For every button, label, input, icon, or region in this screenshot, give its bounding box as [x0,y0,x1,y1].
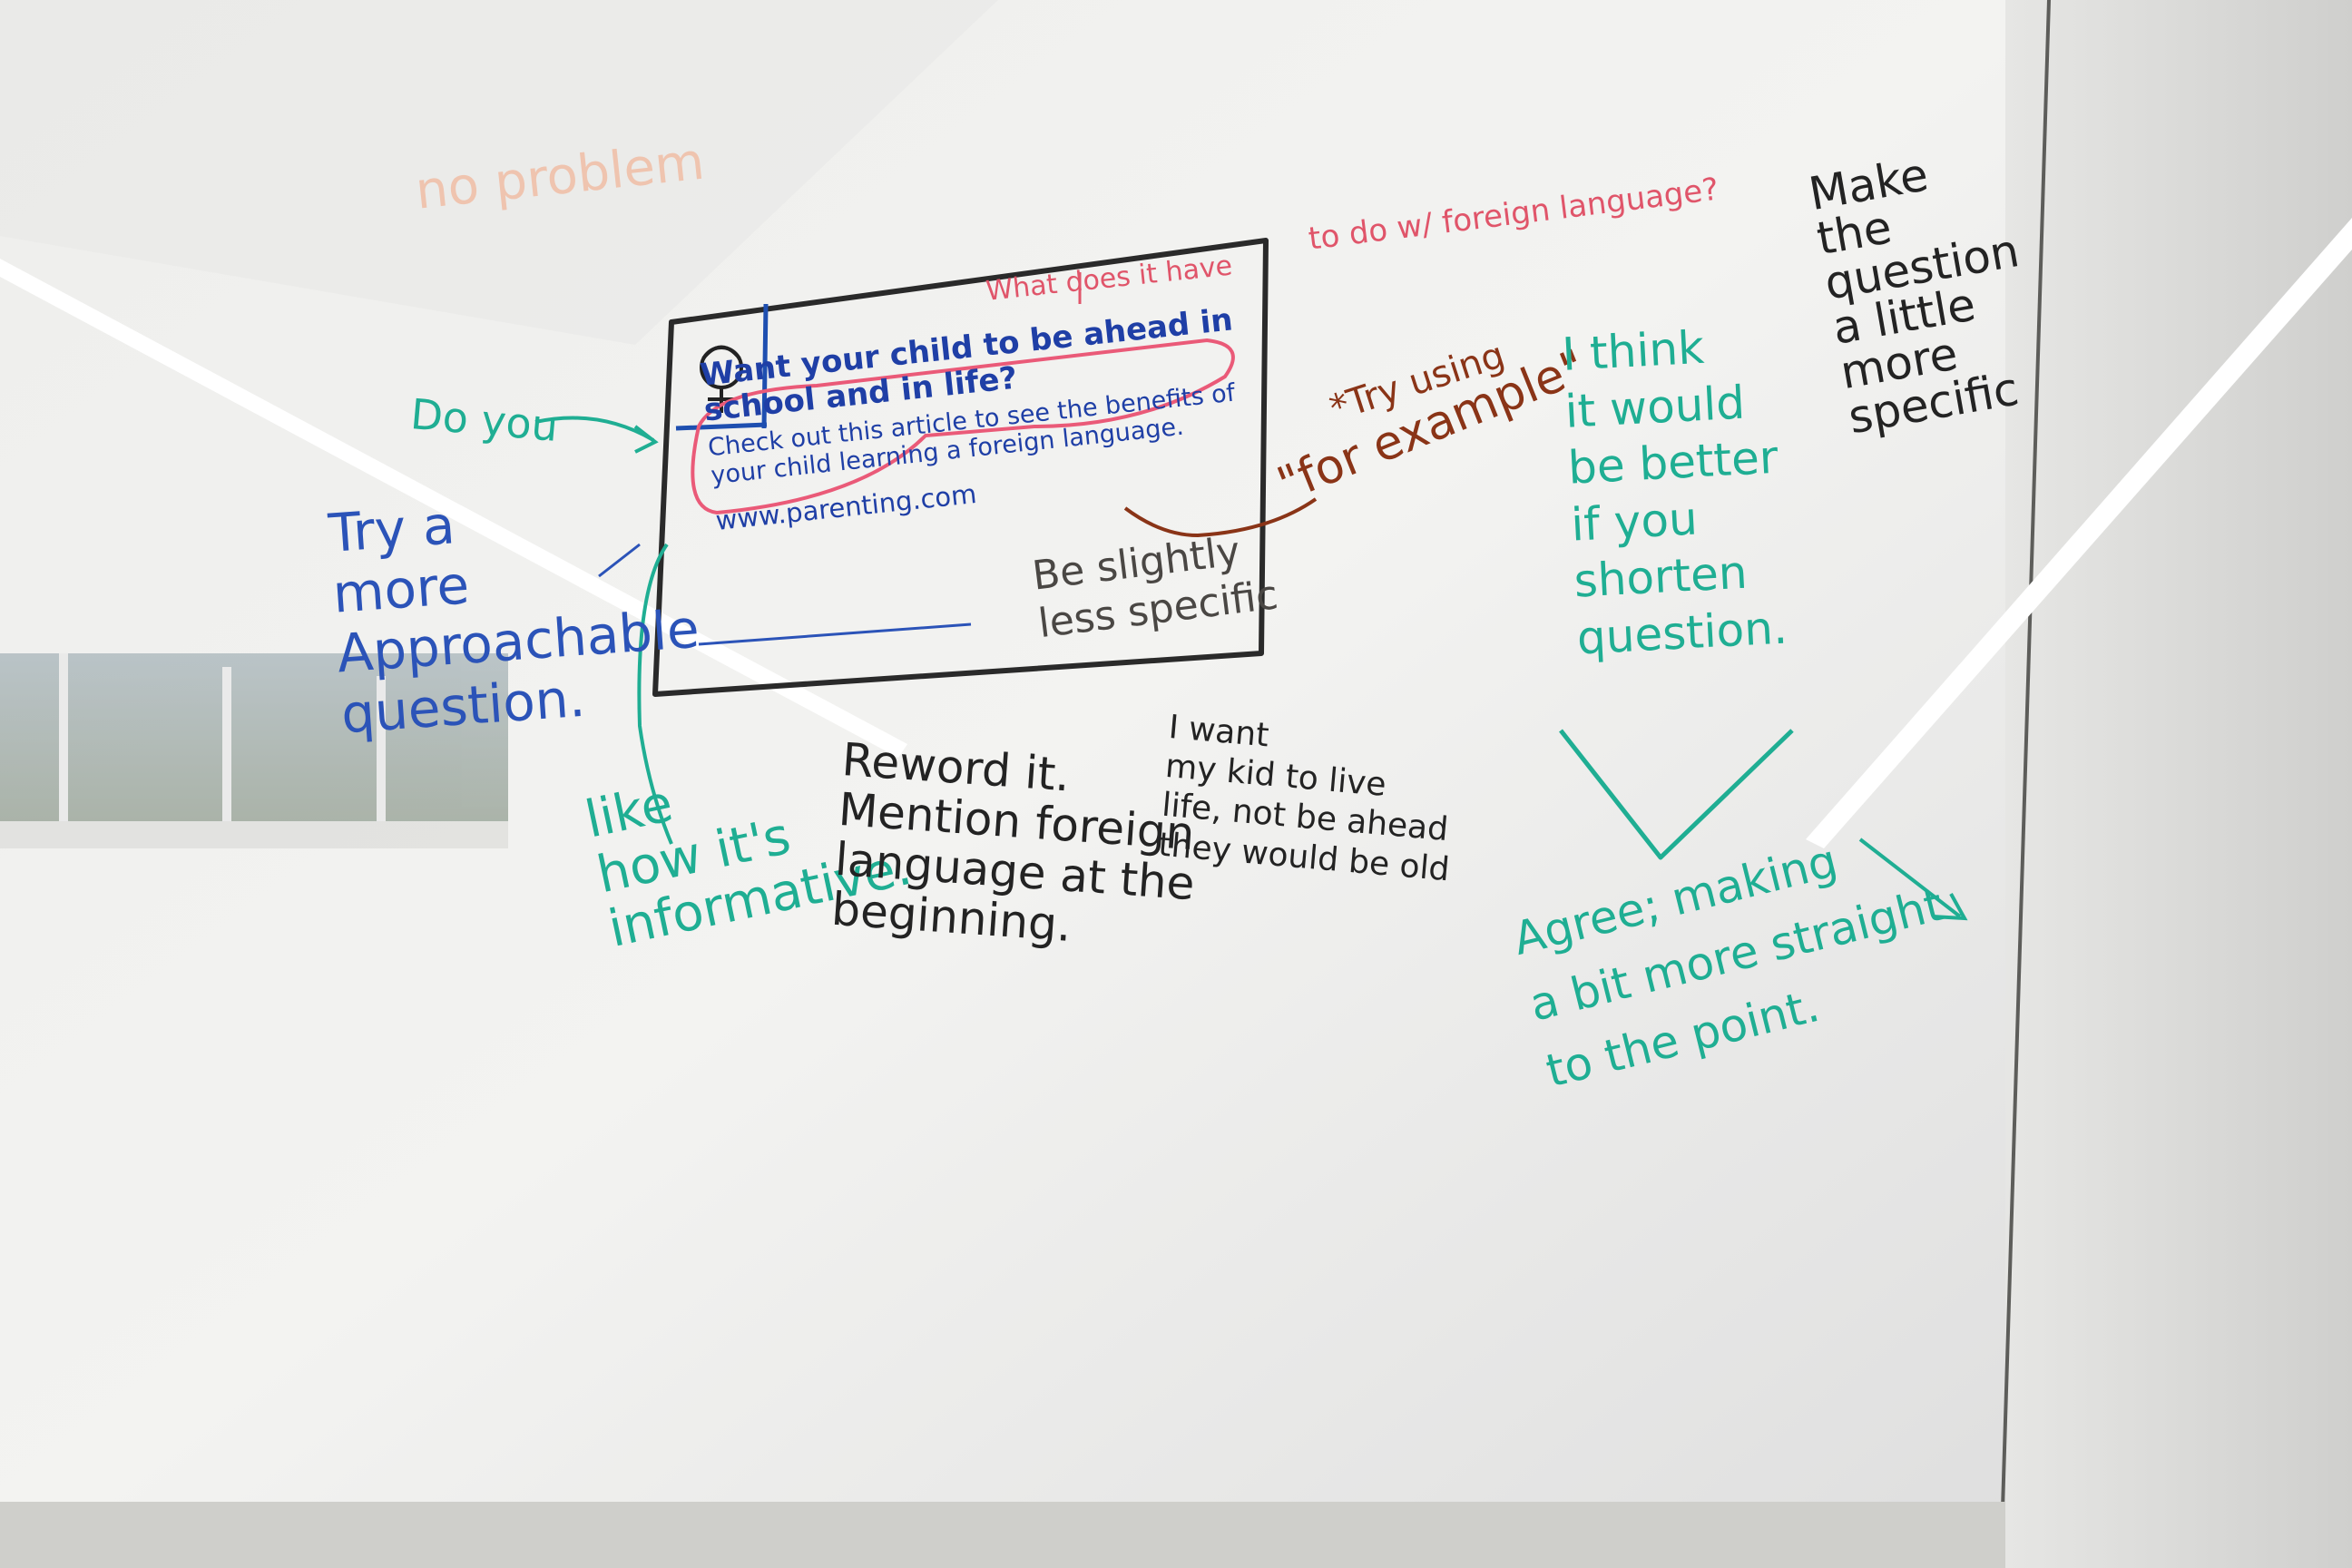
ceiling-reflection [0,0,998,345]
wall-bottom [0,1502,2005,1568]
headline-highlight [691,338,1235,515]
agree-arrow [1858,838,1968,921]
right-board-panel [2005,0,2352,1568]
ad-mockup-frame [652,238,1269,697]
avatar-divider-vertical [761,303,769,429]
board-seam [1999,0,2051,1568]
try-more-approachable-note: Try a more Approachable question. [326,494,701,746]
reword-it-note: Reword it. Mention foreign language at t… [829,733,1197,952]
i-want-kid-note: I want my kid to live life, not be ahead… [1157,708,1452,888]
light-streak-left [0,259,907,758]
i-think-note: I think it would be better if you shorte… [1561,320,1789,664]
for-example-connector [1123,497,1318,538]
teal-bracket [637,543,673,845]
do-you-arrow [534,416,659,454]
avatar-divider-horizontal [675,422,768,431]
url-underline [698,622,972,646]
light-streak-right [1806,218,2352,848]
window-reflection [0,653,508,848]
blue-tick [598,543,641,578]
teal-checkmark [1559,729,1794,860]
